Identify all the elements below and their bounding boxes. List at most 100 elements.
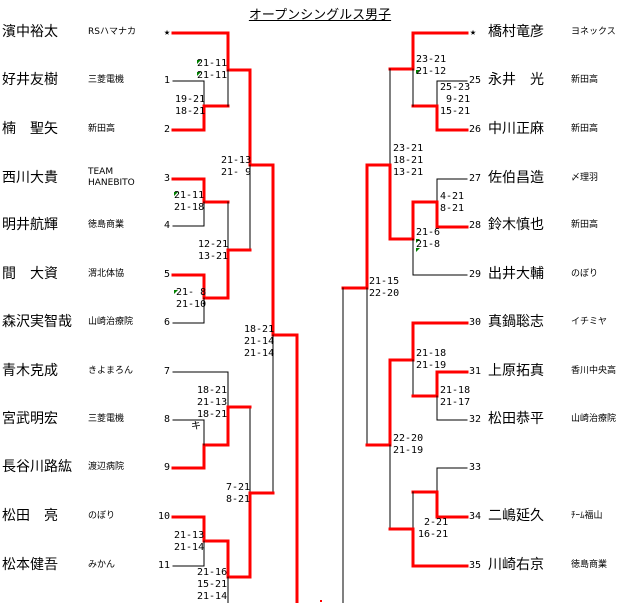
match-score: 21-14 [244,348,275,359]
player-name: 上原拓真 [488,363,544,379]
match-score: 16-21 [418,529,449,540]
player-name: 明井航輝 [2,217,58,233]
match-score: 21-11 [197,58,228,69]
player-team: 渡辺病院 [88,462,125,472]
match-score: 21-12 [416,66,447,77]
flag-icon [197,72,201,76]
player-name: 松田恭平 [488,411,544,427]
player-seed: ★ [163,27,170,38]
player-seed: 11 [157,560,170,571]
match-score: 23-21 [393,143,424,154]
player-seed: 26 [469,124,482,135]
player-seed: 25 [469,75,482,86]
player-seed: 10 [157,511,170,522]
match-score: 18-21 [244,324,275,335]
player-team: 新田高 [88,124,116,134]
player-team: 山崎治療院 [571,414,617,424]
match-score: 15-21 [197,579,228,590]
match-score: 21-8 [416,239,441,250]
player-name: 松本健吾 [2,557,58,573]
player-team: のぼり [571,269,599,279]
match-score: 21-19 [416,360,447,371]
player-team: 新田高 [571,124,599,134]
match-score: 21-15 [369,276,400,287]
player-team: のぼり [88,511,116,521]
player-team: 山崎治療院 [88,317,134,327]
player-seed: 35 [469,560,482,571]
match-score: 21- 8 [176,287,207,298]
player-team: 香川中央高 [571,366,617,376]
match-score: 22-20 [369,288,400,299]
match-score: 21-18 [174,202,205,213]
player-seed: 29 [469,269,482,280]
player-team: 渭北体協 [88,269,125,279]
flag-icon [416,70,420,74]
player-team: RSハマナカ [88,27,136,37]
match-score: 15-21 [440,106,471,117]
player-seed: 7 [163,366,170,377]
player-seed: 4 [163,220,170,231]
player-seed: 34 [469,511,482,522]
match-score: 21-13 [221,155,252,166]
player-team: TEAM HANEBITO [88,167,135,188]
match-score: 21-14 [197,591,228,602]
player-team: 新田高 [571,220,599,230]
player-name: 中川正麻 [488,121,544,137]
player-team: 新田高 [571,75,599,85]
match-score: 9-21 [440,94,471,105]
player-name: 鈴木慎也 [488,217,544,233]
player-seed: 5 [163,269,170,280]
player-name: 好井友樹 [2,72,58,88]
player-name: 永井 光 [488,72,544,88]
red-dot [320,600,322,602]
player-seed: 32 [469,414,482,425]
match-score: 8-21 [226,494,251,505]
player-seed: 6 [163,317,170,328]
match-score: 21-6 [416,227,441,238]
match-mark: キ [191,421,201,432]
player-seed: 31 [469,366,482,377]
match-score: 21-11 [174,190,205,201]
player-name: 間 大資 [2,266,58,282]
player-name: 二嶋延久 [488,508,544,524]
player-seed: 9 [163,462,170,473]
match-score: 21- 9 [221,167,252,178]
match-score: 21-13 [197,397,228,408]
match-score: 21-13 [174,530,205,541]
match-score: 21-18 [440,385,471,396]
player-team: ﾁｰﾑ福山 [571,511,603,521]
flag-icon [416,239,420,243]
match-score: 22-20 [393,433,424,444]
player-name: 青木克成 [2,363,58,379]
match-score: 7-21 [226,482,251,493]
player-team: 三菱電機 [88,75,125,85]
match-score: 13-21 [393,167,424,178]
flag-icon [174,192,178,196]
player-team: きよまろん [88,366,134,376]
match-score: 18-21 [197,385,228,396]
player-seed: 1 [163,75,170,86]
player-team: 〆理羽 [571,173,599,183]
match-score: 23-21 [416,54,447,65]
match-score: 21-18 [416,348,447,359]
player-team: 徳島商業 [88,220,125,230]
flag-icon [174,290,178,294]
match-score: 8-21 [440,203,465,214]
match-score: 12-21 [198,239,229,250]
match-score: 21-16 [197,567,228,578]
player-seed: 28 [469,220,482,231]
player-seed: 8 [163,414,170,425]
player-seed: 2 [163,124,170,135]
player-name: 西川大貴 [2,170,58,186]
match-score: 19-21 [175,94,206,105]
match-score: 18-21 [197,409,228,420]
match-score: 18-21 [393,155,424,166]
player-team: みかん [88,560,116,570]
match-score: 21-11 [197,70,228,81]
match-score: 21-19 [393,445,424,456]
flag-icon [197,60,201,64]
player-name: 森沢実智哉 [2,314,72,330]
bracket-title-text: オープンシングルス男子 [248,8,392,23]
